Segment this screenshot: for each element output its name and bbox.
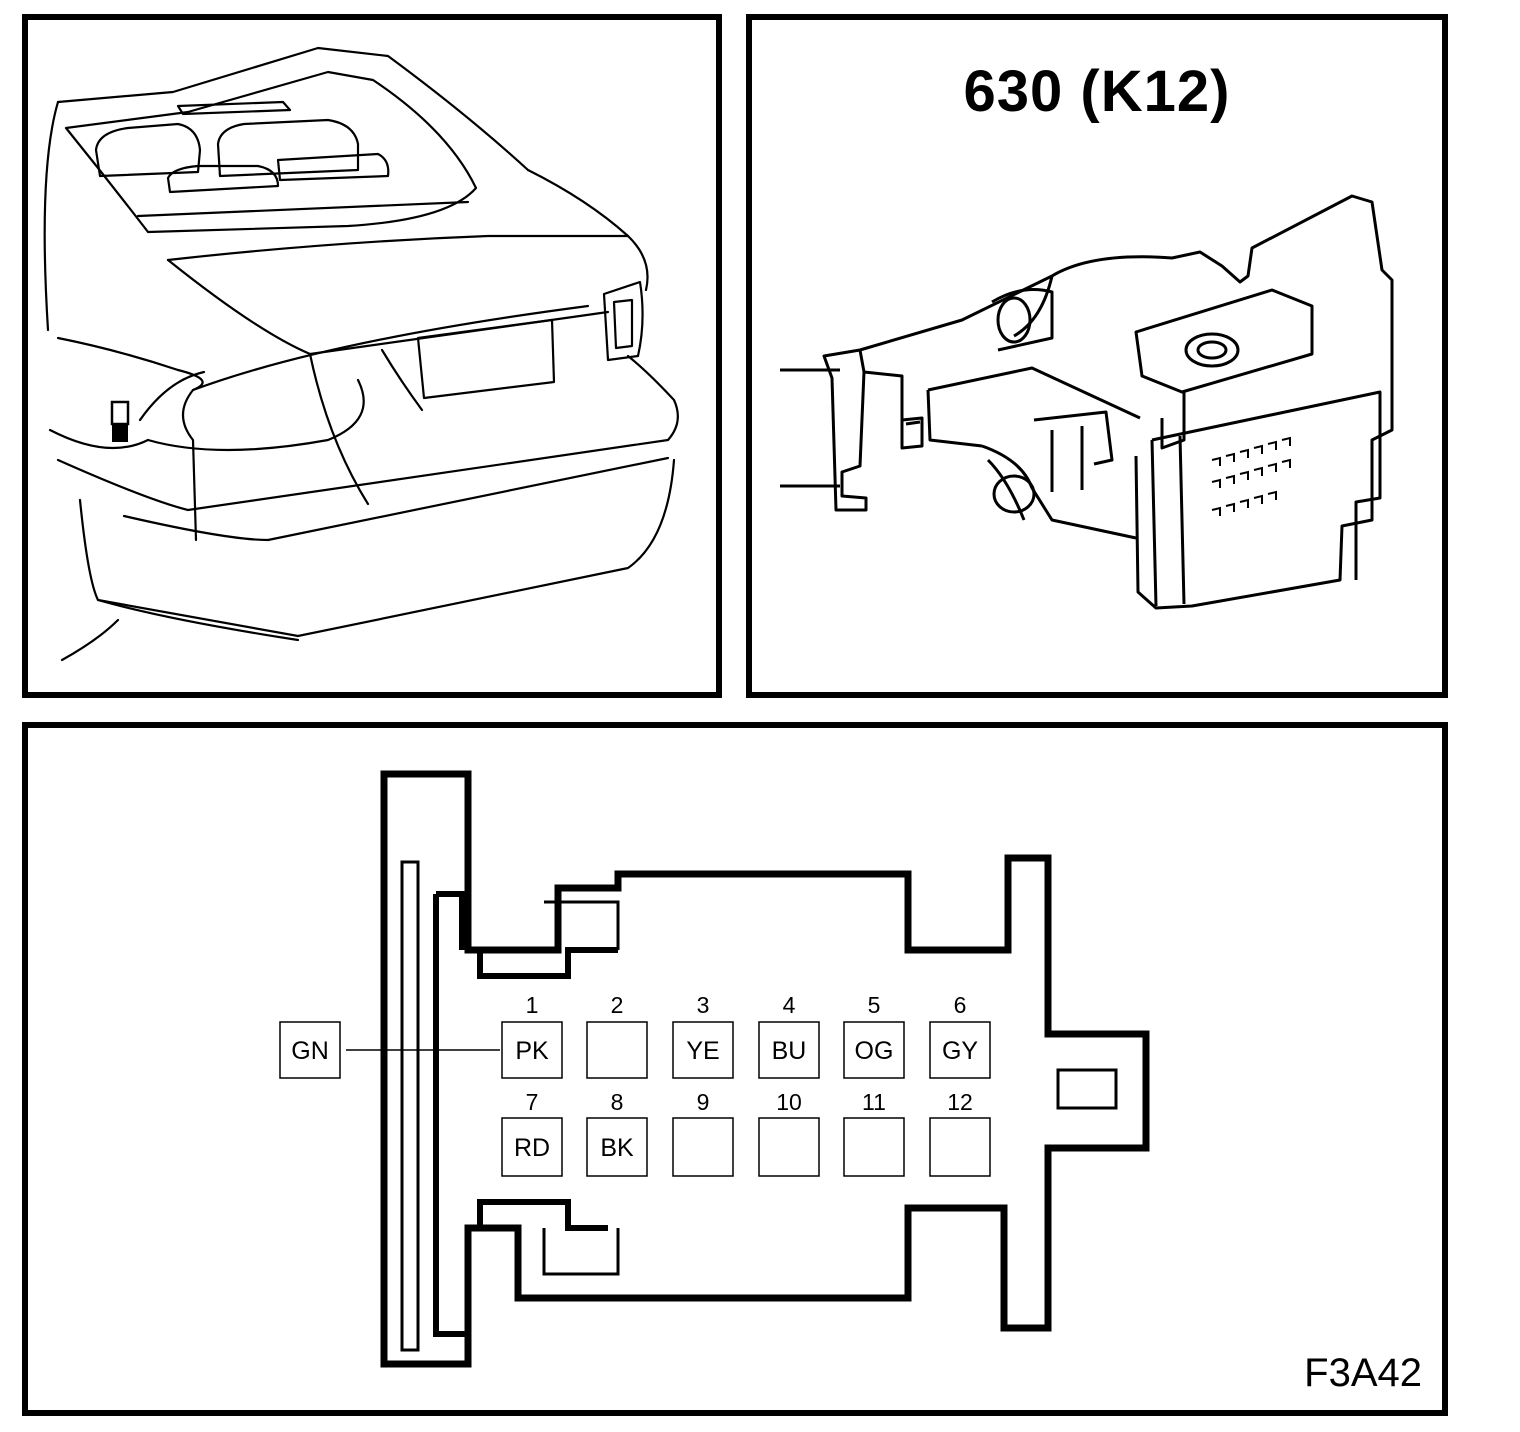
pin-number: 5 [868, 992, 881, 1018]
pin-color-label: BU [772, 1037, 807, 1065]
pin-1: 1 PK [501, 992, 563, 1079]
pin-color-label: OG [855, 1037, 894, 1065]
pin-number: 11 [862, 1089, 886, 1115]
pin-number: 4 [783, 992, 796, 1018]
pin-10: 10 [758, 1089, 820, 1177]
pin-number: 12 [947, 1089, 973, 1115]
pin-9: 9 [672, 1089, 734, 1177]
connector-perspective-illustration [780, 194, 1394, 610]
connector-marker-icon [110, 400, 130, 426]
external-wire-gn: GN [279, 1021, 341, 1079]
pin-number: 8 [611, 1089, 624, 1115]
pinout-panel: GN 1 PK 2 3 YE 4 BU 5 OG 6 [22, 722, 1448, 1416]
pin-2: 2 [586, 992, 648, 1079]
connector-marker-fill [112, 424, 128, 442]
pin-6: 6 GY [929, 992, 991, 1079]
pin-number: 3 [697, 992, 710, 1018]
pin-8: 8 BK [586, 1089, 648, 1177]
pin-11: 11 [843, 1089, 905, 1177]
pin-color-label: GY [942, 1037, 978, 1065]
car-location-panel [22, 14, 722, 698]
pin-12: 12 [929, 1089, 991, 1177]
pin-number: 9 [697, 1089, 710, 1115]
pin-color-label: YE [686, 1037, 719, 1065]
pin-4: 4 BU [758, 992, 820, 1079]
pin-number: 7 [526, 1089, 539, 1115]
pin-number: 10 [776, 1089, 802, 1115]
pin-7: 7 RD [501, 1089, 563, 1177]
connector-pin-cavities [1211, 436, 1291, 516]
connector-face-outline: GN 1 PK 2 3 YE 4 BU 5 OG 6 [279, 770, 1150, 1368]
pin-number: 2 [611, 992, 624, 1018]
pin-3: 3 YE [672, 992, 734, 1079]
pin-number: 1 [526, 992, 539, 1018]
connector-view-panel: 630 (K12) [746, 14, 1448, 698]
car-rear-illustration [43, 46, 679, 662]
external-wire-label: GN [291, 1037, 329, 1065]
pin-5: 5 OG [843, 992, 905, 1079]
pin-color-label: BK [600, 1134, 634, 1162]
connector-title: 630 (K12) [963, 59, 1231, 124]
pin-number: 6 [954, 992, 967, 1018]
pin-color-label: RD [514, 1134, 550, 1162]
figure-id: F3A42 [1304, 1351, 1422, 1395]
pin-color-label: PK [515, 1037, 549, 1065]
